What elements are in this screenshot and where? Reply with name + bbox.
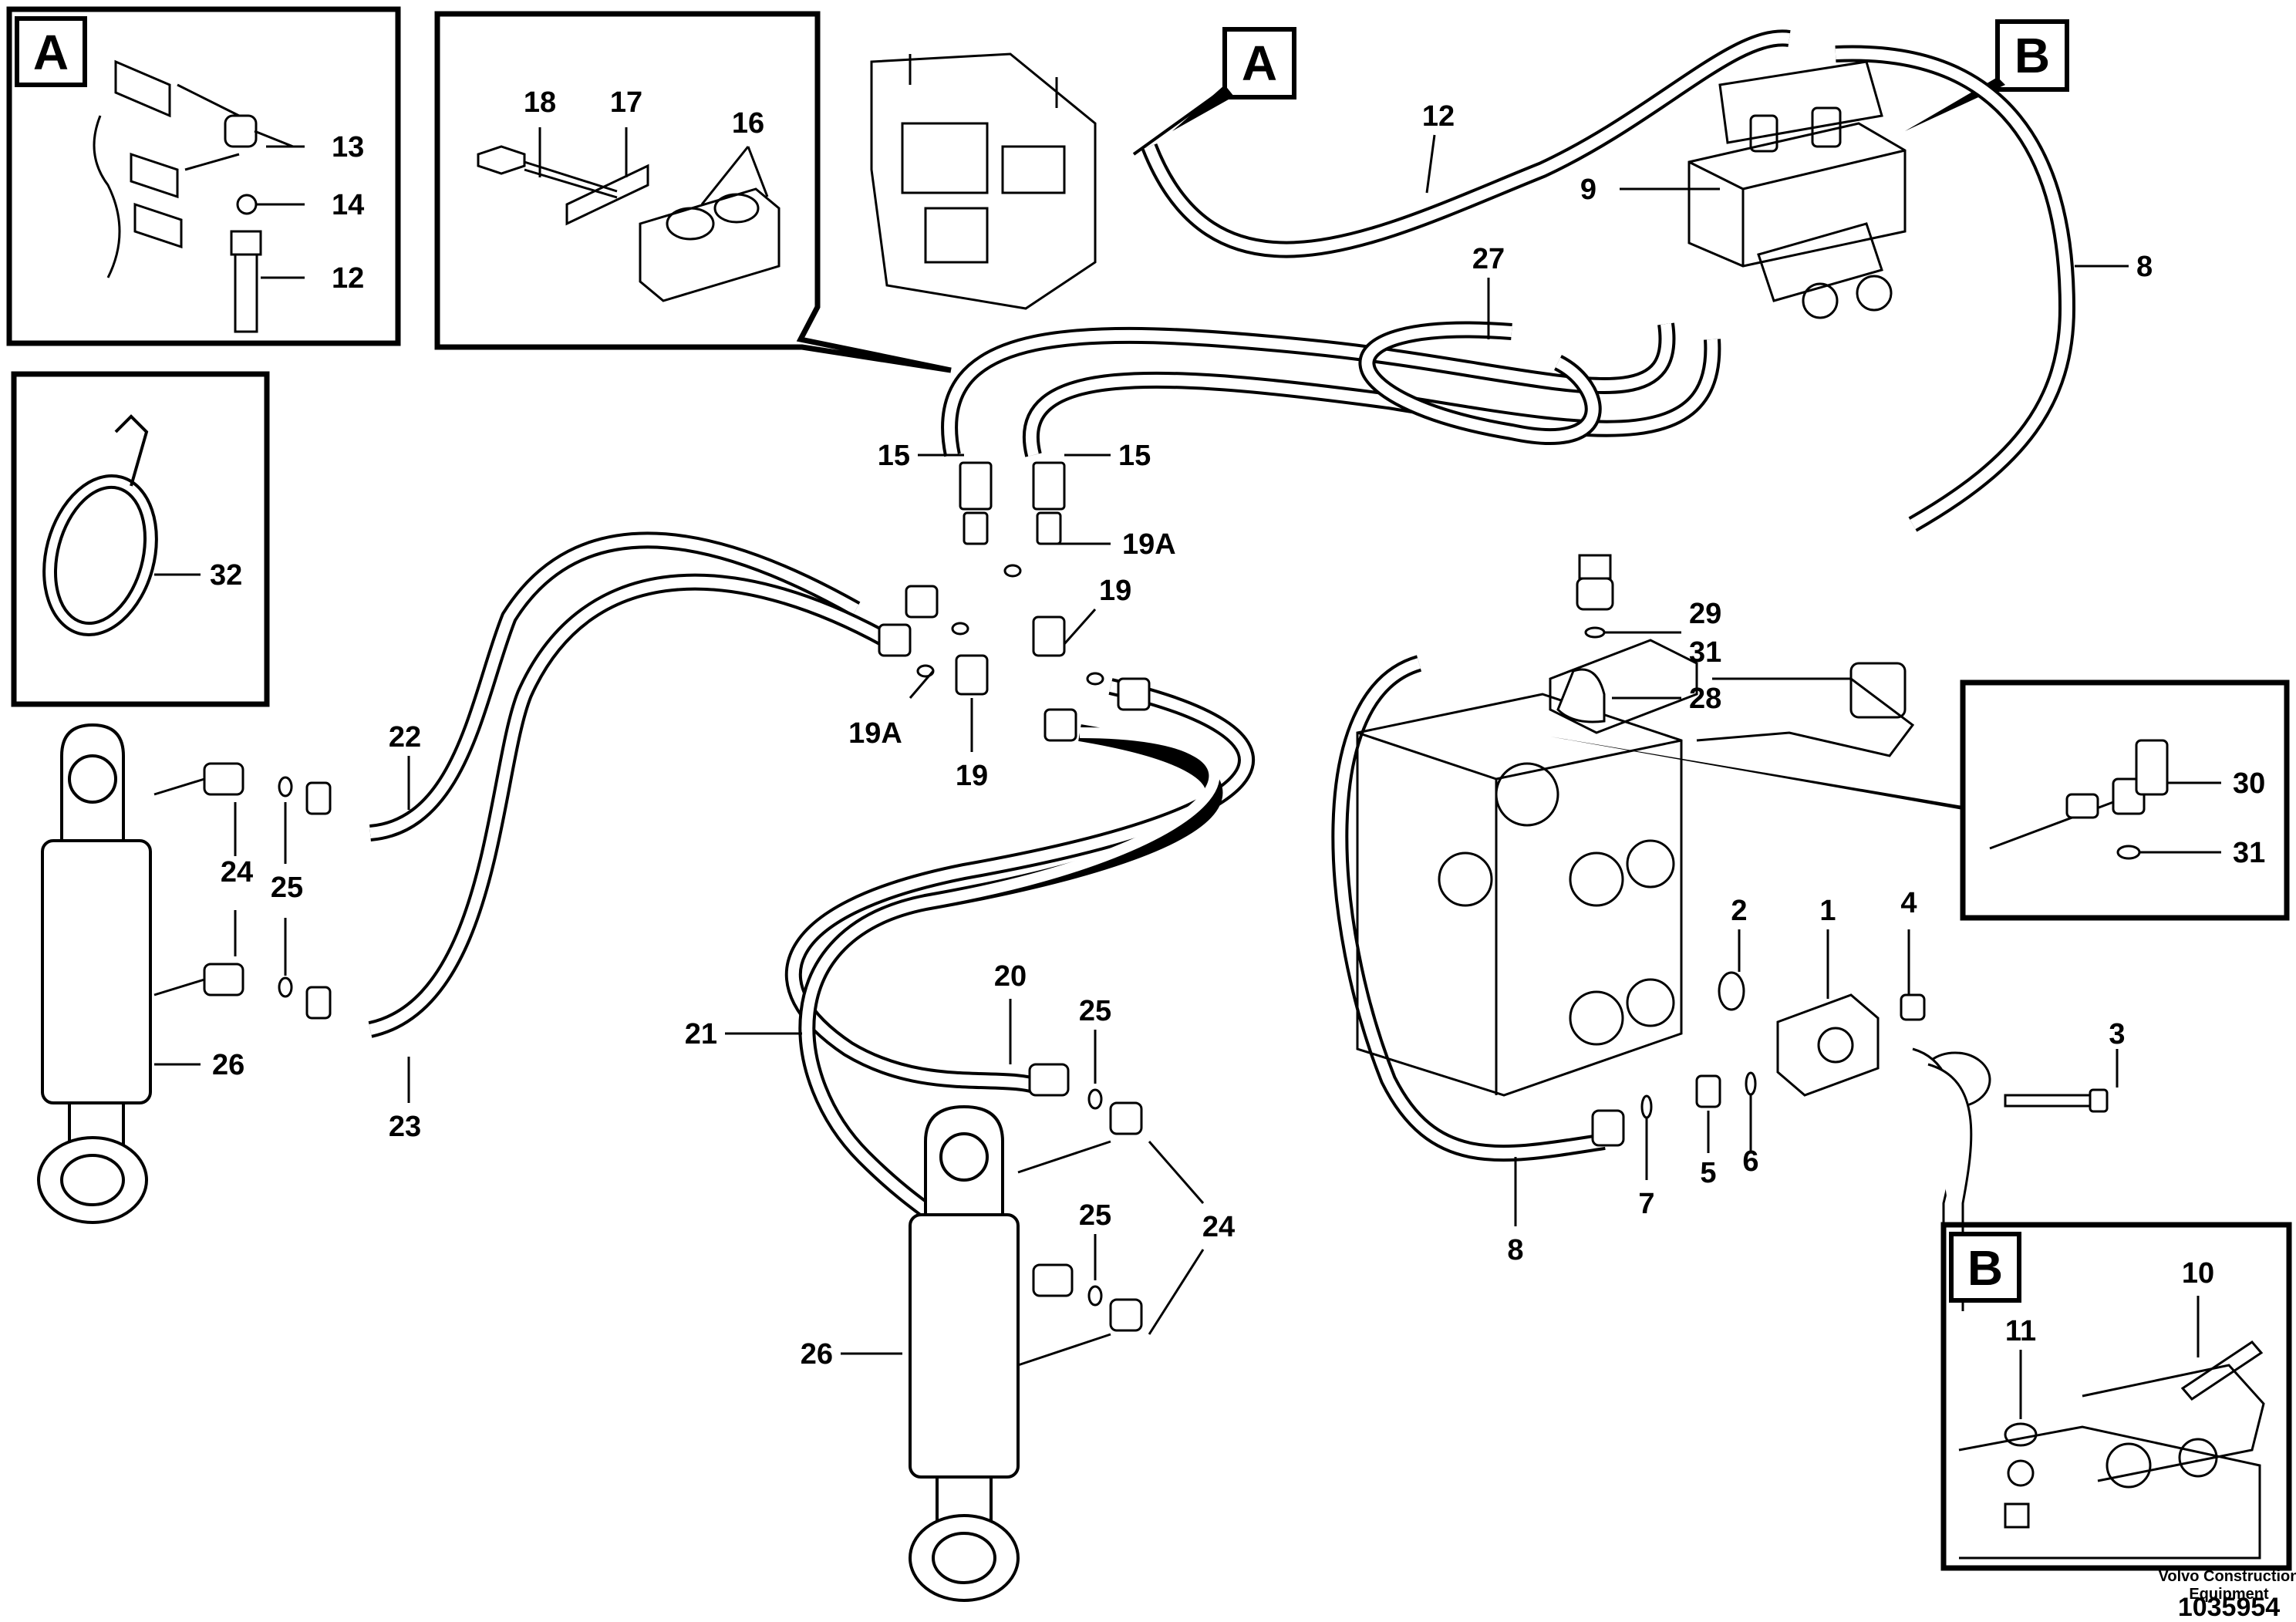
callout-21: 21 bbox=[685, 1018, 717, 1050]
inset-b: B 10 11 bbox=[1940, 1222, 2292, 1571]
callout-8-lower: 8 bbox=[1507, 1234, 1523, 1266]
callout-28: 28 bbox=[1689, 683, 1721, 715]
inset-tee: 30 31 bbox=[1550, 679, 2290, 921]
callout-3: 3 bbox=[2109, 1018, 2125, 1050]
flange-assembly bbox=[1591, 971, 2109, 1311]
main-b-letter: B bbox=[2014, 28, 2050, 83]
callout-16: 16 bbox=[732, 107, 764, 140]
callout-24-center: 24 bbox=[1202, 1211, 1235, 1243]
brand-line-1: Volvo Construction bbox=[2159, 1568, 2296, 1585]
callout-22: 22 bbox=[389, 721, 421, 754]
inset-a: A 13 14 12 bbox=[6, 6, 401, 346]
document-number: 1035954 bbox=[2178, 1593, 2280, 1622]
callout-1: 1 bbox=[1819, 895, 1836, 927]
callout-25-center-top: 25 bbox=[1079, 995, 1111, 1027]
valve-b bbox=[1687, 60, 1907, 319]
main-a-letter: A bbox=[1242, 35, 1277, 91]
callout-19A-upper: 19A bbox=[1122, 528, 1176, 561]
callout-26-center: 26 bbox=[801, 1338, 833, 1371]
callout-19-lower: 19 bbox=[956, 760, 988, 792]
callout-14: 14 bbox=[332, 189, 364, 221]
callout-8-upper: 8 bbox=[2136, 251, 2153, 283]
callout-9: 9 bbox=[1580, 174, 1596, 206]
callout-31-inset: 31 bbox=[2233, 837, 2265, 869]
callout-19A-lower: 19A bbox=[848, 717, 902, 750]
callout-18: 18 bbox=[524, 86, 556, 119]
callout-25-center-bottom: 25 bbox=[1079, 1199, 1111, 1232]
callout-15-right: 15 bbox=[1118, 440, 1151, 472]
cylinder-left-fittings bbox=[203, 762, 332, 1020]
callout-7: 7 bbox=[1638, 1188, 1654, 1220]
cylinder-center bbox=[909, 1104, 1020, 1602]
callout-12-main: 12 bbox=[1422, 100, 1455, 133]
callout-15-left: 15 bbox=[878, 440, 910, 472]
callout-25-left: 25 bbox=[271, 872, 303, 904]
callout-17: 17 bbox=[610, 86, 642, 119]
brand-line-2: Equipment bbox=[2189, 1586, 2269, 1603]
callout-13: 13 bbox=[332, 131, 364, 164]
main-control-valve bbox=[1356, 639, 1915, 1097]
callout-27: 27 bbox=[1472, 243, 1505, 275]
main-view-letters: A B bbox=[1132, 19, 2069, 156]
callout-6: 6 bbox=[1742, 1145, 1758, 1178]
inset-cable-tie: 32 bbox=[11, 371, 270, 707]
cylinder-left bbox=[37, 723, 152, 1224]
callout-20: 20 bbox=[994, 960, 1027, 993]
hoses-upper bbox=[941, 29, 2076, 532]
pilot-valve-a bbox=[870, 52, 1097, 310]
callout-5: 5 bbox=[1700, 1157, 1716, 1189]
callout-23: 23 bbox=[389, 1111, 421, 1143]
callout-24-left: 24 bbox=[221, 856, 253, 889]
callout-10: 10 bbox=[2182, 1257, 2214, 1290]
callout-12-inset: 12 bbox=[332, 262, 364, 295]
clamp-inset: 18 17 16 bbox=[434, 11, 952, 373]
hoses-lower bbox=[368, 531, 1606, 1240]
callout-19-upper: 19 bbox=[1099, 575, 1131, 607]
callout-11: 11 bbox=[2005, 1315, 2036, 1347]
callout-30: 30 bbox=[2233, 767, 2265, 800]
callout-2: 2 bbox=[1731, 895, 1747, 927]
inset-b-letter: B bbox=[1967, 1240, 2003, 1296]
callout-29: 29 bbox=[1689, 598, 1721, 630]
inset-a-letter: A bbox=[33, 25, 69, 80]
fitting-28 bbox=[1556, 554, 1614, 723]
tee-fittings bbox=[878, 461, 1151, 742]
callout-26-left: 26 bbox=[212, 1049, 244, 1081]
cylinder-center-fittings bbox=[1028, 1063, 1143, 1332]
callout-32: 32 bbox=[210, 559, 242, 592]
callout-31-main: 31 bbox=[1689, 636, 1721, 669]
callout-4: 4 bbox=[1900, 887, 1917, 919]
